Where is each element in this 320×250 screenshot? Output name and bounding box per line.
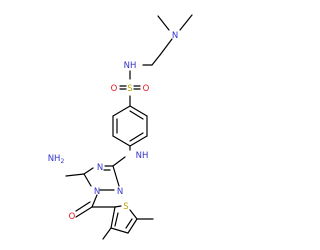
nh2-subscript: 2 (60, 158, 64, 165)
triazole-n1-label: N (97, 163, 103, 173)
nh-sulfonamide-label: NH (124, 61, 137, 71)
sulfonyl-o-left-label: O (111, 84, 118, 94)
thiophene-s-label: S (123, 202, 128, 212)
nh2-label: NH2 (48, 154, 65, 165)
bond-lines (65, 14, 193, 240)
molecule-structure: N NH S O O NH NH2 N N N O S (48, 14, 193, 240)
carbonyl-o-label: O (69, 212, 76, 222)
atom-labels: N NH S O O NH NH2 N N N O S (48, 31, 178, 222)
sulfonyl-o-right-label: O (143, 84, 150, 94)
nh2-main: NH (48, 154, 61, 164)
n-dimethyl-label: N (172, 31, 178, 41)
triazole-n2-label: N (94, 187, 100, 197)
sulfonyl-s-label: S (127, 84, 132, 94)
triazole-n4-label: N (117, 187, 123, 197)
nh-aniline-label: NH (136, 151, 149, 161)
